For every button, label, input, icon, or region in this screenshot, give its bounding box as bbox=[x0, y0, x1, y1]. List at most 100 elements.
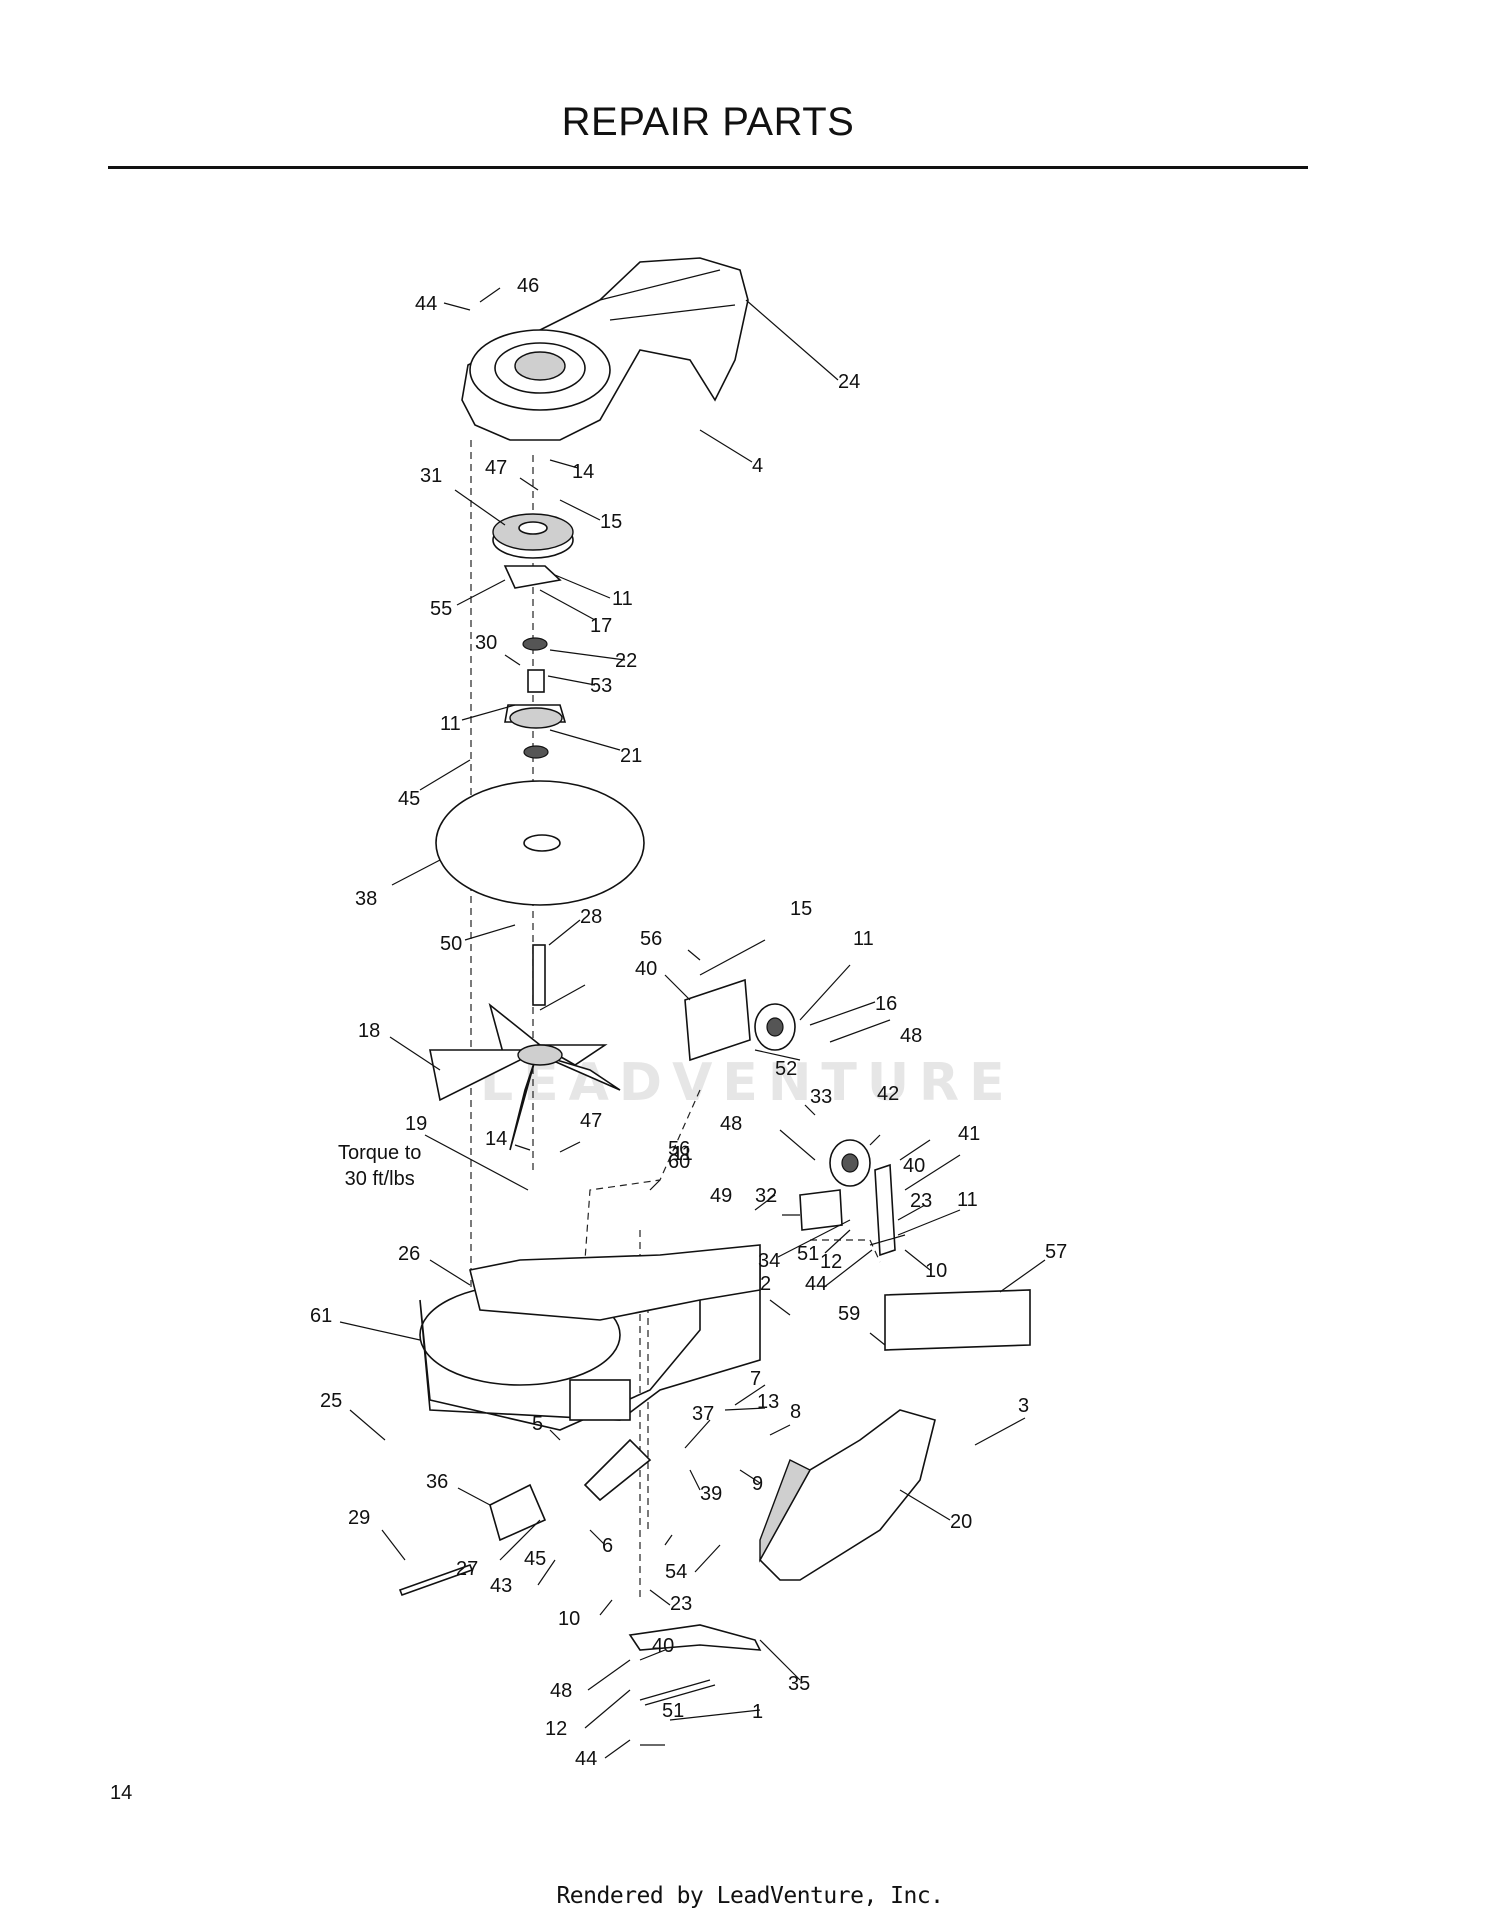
callout-18: 18 bbox=[358, 1020, 380, 1042]
bearing-housing-part bbox=[504, 704, 567, 759]
callout-11: 11 bbox=[853, 928, 874, 950]
bracket-axis-line bbox=[810, 1239, 881, 1263]
bracket-37-part bbox=[583, 1438, 652, 1502]
spacer-part bbox=[527, 669, 545, 693]
belt-cover-part bbox=[461, 257, 749, 441]
callout-49: 49 bbox=[710, 1185, 732, 1207]
leader-lines bbox=[339, 287, 1046, 1759]
callout-40: 40 bbox=[635, 958, 657, 980]
callout-37: 37 bbox=[692, 1403, 714, 1425]
idler-pulley-part bbox=[754, 1003, 796, 1051]
callout-7: 7 bbox=[750, 1368, 761, 1390]
callout-40: 40 bbox=[903, 1155, 925, 1177]
callout-2: 2 bbox=[760, 1273, 771, 1295]
callout-48: 48 bbox=[720, 1113, 742, 1135]
idler-bracket-part bbox=[684, 978, 751, 1062]
shaft-part bbox=[532, 944, 546, 1006]
callout-11: 11 bbox=[672, 1143, 693, 1165]
callout-20: 20 bbox=[950, 1511, 972, 1533]
callout-11: 11 bbox=[612, 588, 633, 610]
title-rule bbox=[108, 166, 1308, 169]
callout-14: 14 bbox=[485, 1128, 507, 1150]
callout-16: 16 bbox=[875, 993, 897, 1015]
callout-61: 61 bbox=[310, 1305, 332, 1327]
callout-10: 10 bbox=[558, 1608, 580, 1630]
torque-note-line1: Torque to bbox=[338, 1142, 422, 1164]
bracket-part bbox=[503, 565, 562, 589]
callout-4: 4 bbox=[752, 455, 763, 477]
callout-13: 13 bbox=[757, 1391, 779, 1413]
spring-part bbox=[639, 1679, 716, 1706]
callout-1: 1 bbox=[752, 1701, 763, 1723]
callout-36: 36 bbox=[426, 1471, 448, 1493]
callout-34: 34 bbox=[758, 1250, 780, 1272]
callout-29: 29 bbox=[348, 1507, 370, 1529]
callout-3: 3 bbox=[1018, 1395, 1029, 1417]
torque-note-line2: 30 ft/lbs bbox=[344, 1168, 415, 1190]
callout-39: 39 bbox=[700, 1483, 722, 1505]
callout-23: 23 bbox=[910, 1190, 932, 1212]
plate-part bbox=[884, 1289, 1031, 1351]
callout-40: 40 bbox=[652, 1635, 674, 1657]
callout-12: 12 bbox=[545, 1718, 567, 1740]
callout-52: 52 bbox=[775, 1058, 797, 1080]
callout-35: 35 bbox=[788, 1673, 810, 1695]
callout-60: 60 bbox=[668, 1151, 690, 1173]
callout-59: 59 bbox=[838, 1303, 860, 1325]
bracket-32-part bbox=[799, 1189, 843, 1231]
callout-44: 44 bbox=[575, 1748, 597, 1770]
callout-47: 47 bbox=[485, 457, 507, 479]
callout-15: 15 bbox=[600, 511, 622, 533]
bracket-36-part bbox=[489, 1483, 547, 1542]
callout-56: 56 bbox=[668, 1138, 690, 1160]
callout-32: 32 bbox=[755, 1185, 777, 1207]
pulley-part bbox=[492, 513, 574, 559]
impeller-part bbox=[429, 1002, 621, 1151]
blower-housing-part bbox=[419, 1244, 761, 1431]
page-number: 14 bbox=[110, 1782, 133, 1804]
callout-42: 42 bbox=[877, 1083, 899, 1105]
callout-48: 48 bbox=[900, 1025, 922, 1047]
callout-23: 23 bbox=[670, 1593, 692, 1615]
callout-11: 11 bbox=[957, 1189, 978, 1211]
callout-45: 45 bbox=[398, 788, 420, 810]
callout-48: 48 bbox=[550, 1680, 572, 1702]
callout-19: 19 bbox=[405, 1113, 427, 1135]
callout-41: 41 bbox=[958, 1123, 980, 1145]
callout-24: 24 bbox=[838, 371, 860, 393]
callout-26: 26 bbox=[398, 1243, 420, 1265]
callout-10: 10 bbox=[925, 1260, 947, 1282]
arm-34-part bbox=[874, 1163, 896, 1257]
bearing-part bbox=[522, 637, 548, 651]
top-plate-part bbox=[435, 780, 645, 906]
callout-8: 8 bbox=[790, 1401, 801, 1423]
lever-part bbox=[628, 1624, 762, 1651]
callout-33: 33 bbox=[810, 1086, 832, 1108]
idler-pulley-lower-part bbox=[829, 1139, 871, 1187]
callout-55: 55 bbox=[430, 598, 452, 620]
callout-6: 6 bbox=[602, 1535, 613, 1557]
footer-credit: Rendered by LeadVenture, Inc. bbox=[556, 1883, 944, 1909]
callout-50: 50 bbox=[440, 933, 462, 955]
rod-part bbox=[398, 1563, 474, 1597]
callout-11: 11 bbox=[440, 713, 461, 735]
callout-9: 9 bbox=[752, 1473, 763, 1495]
torque-note: Torque to 30 ft/lbs bbox=[338, 1140, 421, 1192]
callout-28: 28 bbox=[580, 906, 602, 928]
idler-axis-line bbox=[584, 1089, 701, 1261]
callout-38: 38 bbox=[355, 888, 377, 910]
callout-15: 15 bbox=[790, 898, 812, 920]
callout-12: 12 bbox=[820, 1251, 842, 1273]
page-title: REPAIR PARTS bbox=[561, 100, 855, 144]
callout-22: 22 bbox=[615, 650, 637, 672]
callout-27: 27 bbox=[456, 1558, 478, 1580]
callout-57: 57 bbox=[1045, 1241, 1067, 1263]
callout-5: 5 bbox=[532, 1413, 543, 1435]
callout-21: 21 bbox=[620, 745, 642, 767]
callout-46: 46 bbox=[517, 275, 539, 297]
callout-51: 51 bbox=[662, 1700, 684, 1722]
callout-53: 53 bbox=[590, 675, 612, 697]
callout-25: 25 bbox=[320, 1390, 342, 1412]
